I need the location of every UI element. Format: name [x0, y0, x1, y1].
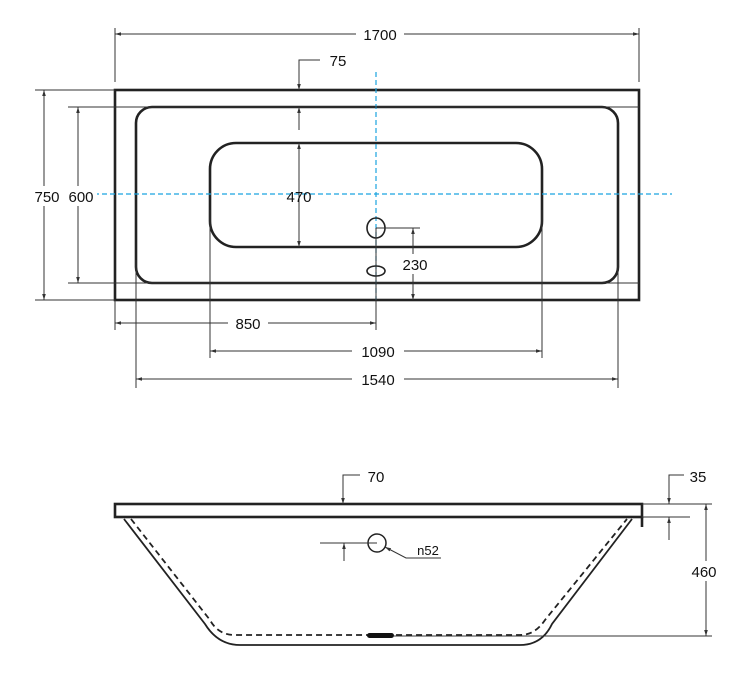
dim-1700: 1700 — [114, 24, 640, 82]
label-460: 460 — [691, 564, 716, 581]
label-470: 470 — [286, 189, 311, 206]
dim-230: 230 — [376, 227, 432, 300]
label-750: 750 — [34, 189, 59, 206]
dim-750: 750 — [30, 89, 115, 301]
label-230: 230 — [402, 257, 427, 274]
label-75: 75 — [330, 53, 347, 70]
drain — [367, 633, 394, 638]
dim-75: 75 — [297, 53, 347, 130]
label-70: 70 — [368, 469, 385, 486]
dim-70: 70 — [341, 469, 385, 504]
label-1540: 1540 — [361, 372, 394, 389]
dim-1540: 1540 — [135, 260, 619, 389]
label-1090: 1090 — [361, 344, 394, 361]
dim-1090: 1090 — [209, 210, 543, 361]
label-600: 600 — [68, 189, 93, 206]
label-1700: 1700 — [363, 27, 396, 44]
side-view: n52 70 35 460 — [113, 469, 722, 646]
tub-inner-dashed — [130, 518, 628, 636]
label-n52: n52 — [417, 543, 439, 558]
outer-rim — [113, 88, 641, 302]
dim-n52: n52 — [384, 543, 441, 559]
dim-35: 35 — [642, 469, 712, 540]
inner-rim — [134, 105, 620, 285]
label-35: 35 — [690, 469, 707, 486]
dim-460: 460 — [688, 504, 722, 636]
dim-600: 600 — [65, 106, 639, 284]
top-view: 1700 75 470 750 600 — [30, 24, 672, 389]
tub-body-outline — [123, 518, 633, 646]
dim-850: 850 — [114, 300, 376, 333]
label-850: 850 — [235, 316, 260, 333]
side-rim — [113, 502, 644, 519]
dim-470: 470 — [286, 143, 312, 247]
